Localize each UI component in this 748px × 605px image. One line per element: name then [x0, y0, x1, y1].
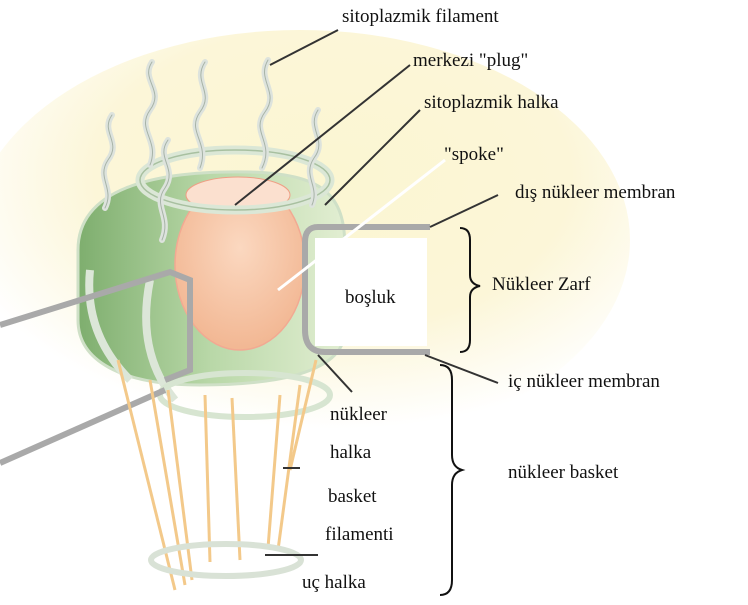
label-basket-filaments-line1: basket	[328, 486, 377, 507]
label-outer-nuclear-membrane: dış nükleer membran	[515, 182, 676, 203]
label-inner-nuclear-membrane: iç nükleer membran	[508, 371, 660, 392]
label-basket-filaments-line2: filamenti	[325, 524, 394, 545]
label-spoke: "spoke"	[444, 144, 504, 165]
label-lumen: boşluk	[345, 287, 396, 308]
label-cytoplasmic-ring: sitoplazmik halka	[424, 92, 559, 113]
label-nuclear-basket: nükleer basket	[508, 462, 619, 483]
label-terminal-ring: uç halka	[302, 572, 366, 593]
label-nuclear-envelope: Nükleer Zarf	[492, 274, 591, 295]
label-central-plug: merkezi "plug"	[413, 50, 528, 71]
terminal-ring-shape	[151, 544, 301, 576]
label-nuclear-ring-line2: halka	[330, 442, 372, 463]
label-nuclear-ring-line1: nükleer	[330, 404, 388, 425]
label-cytoplasmic-filament: sitoplazmik filament	[342, 6, 499, 27]
